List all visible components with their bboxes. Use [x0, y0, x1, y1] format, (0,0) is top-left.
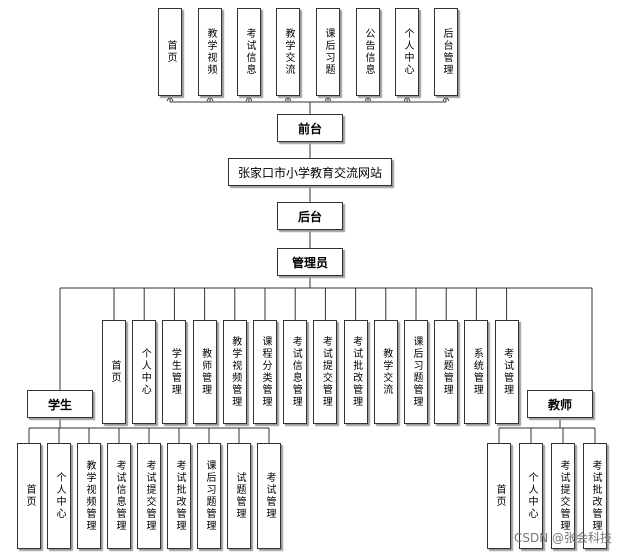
student-item-8-label: 试题管理 — [234, 472, 245, 520]
arrow-head-11 — [324, 95, 332, 102]
frontend-item-8-label: 后台管理 — [441, 28, 452, 76]
arrow-head-9 — [284, 95, 292, 102]
teacher-node: 教师 — [527, 390, 593, 418]
frontend-item-3-label: 考试信息 — [244, 28, 255, 76]
student-item-5-label: 考试提交管理 — [144, 460, 155, 532]
student-item-6: 考试批改管理 — [167, 443, 191, 549]
student-item-1-label: 首页 — [24, 484, 35, 508]
teacher-item-4-label: 考试批改管理 — [590, 460, 601, 532]
student-item-6-label: 考试批改管理 — [174, 460, 185, 532]
frontend-node: 前台 — [277, 114, 343, 142]
teacher-item-1-label: 首页 — [494, 484, 505, 508]
student-item-9: 考试管理 — [257, 443, 281, 549]
student-item-8: 试题管理 — [227, 443, 251, 549]
admin-item-3: 学生管理 — [162, 320, 187, 424]
arrow-head-5 — [206, 95, 214, 102]
student-item-9-label: 考试管理 — [264, 472, 275, 520]
student-item-7: 课后习题管理 — [197, 443, 221, 549]
frontend-item-5-label: 课后习题 — [323, 28, 334, 76]
admin-item-12-label: 试题管理 — [441, 348, 453, 396]
admin-item-13: 系统管理 — [464, 320, 489, 424]
admin-item-12: 试题管理 — [434, 320, 459, 424]
admin-item-8: 考试提交管理 — [313, 320, 338, 424]
site-title-node: 张家口市小学教育交流网站 — [228, 158, 392, 186]
frontend-item-4-label: 教学交流 — [283, 28, 294, 76]
admin-node: 管理员 — [277, 248, 343, 276]
admin-item-8-label: 考试提交管理 — [320, 336, 332, 408]
admin-item-2-label: 个人中心 — [139, 348, 151, 396]
admin-item-5: 教学视频管理 — [222, 320, 247, 424]
admin-item-14: 考试管理 — [494, 320, 519, 424]
student-item-3-label: 教学视频管理 — [84, 460, 95, 532]
admin-item-7-label: 考试信息管理 — [290, 336, 302, 408]
frontend-item-6-label: 公告信息 — [363, 28, 374, 76]
frontend-item-5: 课后习题 — [316, 8, 340, 96]
student-item-4-label: 考试信息管理 — [114, 460, 125, 532]
frontend-item-2: 教学视频 — [198, 8, 222, 96]
teacher-item-2: 个人中心 — [519, 443, 543, 549]
frontend-item-2-label: 教学视频 — [205, 28, 216, 76]
admin-item-11: 课后习题管理 — [404, 320, 428, 424]
teacher-item-3: 考试提交管理 — [551, 443, 575, 549]
admin-item-14-label: 考试管理 — [501, 348, 513, 396]
student-item-5: 考试提交管理 — [137, 443, 161, 549]
teacher-item-3-label: 考试提交管理 — [558, 460, 569, 532]
admin-item-10-label: 教学交流 — [380, 348, 392, 396]
frontend-item-3: 考试信息 — [237, 8, 261, 96]
frontend-item-7: 个人中心 — [395, 8, 419, 96]
arrow-head-17 — [442, 95, 450, 102]
student-item-2: 个人中心 — [47, 443, 71, 549]
frontend-item-6: 公告信息 — [356, 8, 380, 96]
student-node: 学生 — [27, 390, 93, 418]
admin-item-1-label: 首页 — [109, 360, 120, 384]
teacher-item-1: 首页 — [487, 443, 511, 549]
admin-item-7: 考试信息管理 — [283, 320, 308, 424]
student-item-7-label: 课后习题管理 — [204, 460, 215, 532]
admin-item-6: 课程分类管理 — [253, 320, 277, 424]
frontend-item-8: 后台管理 — [434, 8, 458, 96]
admin-item-9-label: 考试批改管理 — [350, 336, 362, 408]
arrow-head-15 — [403, 95, 411, 102]
admin-item-4-label: 教师管理 — [199, 348, 211, 396]
student-item-2-label: 个人中心 — [54, 472, 65, 520]
teacher-item-4: 考试批改管理 — [583, 443, 607, 549]
student-item-4: 考试信息管理 — [107, 443, 131, 549]
frontend-item-7-label: 个人中心 — [402, 28, 413, 76]
watermark: CSDN @张会科技 — [513, 531, 612, 545]
arrow-head-3 — [166, 95, 174, 102]
admin-item-2: 个人中心 — [132, 320, 157, 424]
backend-node: 后台 — [277, 202, 343, 230]
frontend-item-1: 首页 — [158, 8, 182, 96]
admin-item-4: 教师管理 — [192, 320, 217, 424]
teacher-item-2-label: 个人中心 — [526, 472, 537, 520]
frontend-item-4: 教学交流 — [276, 8, 300, 96]
admin-item-13-label: 系统管理 — [471, 348, 483, 396]
admin-item-3-label: 学生管理 — [169, 348, 181, 396]
admin-item-11-label: 课后习题管理 — [411, 336, 422, 408]
admin-item-5-label: 教学视频管理 — [229, 336, 241, 408]
arrow-head-13 — [364, 95, 372, 102]
admin-item-1: 首页 — [102, 320, 126, 424]
student-item-3: 教学视频管理 — [77, 443, 101, 549]
arrow-head-7 — [245, 95, 253, 102]
student-item-1: 首页 — [17, 443, 41, 549]
frontend-item-1-label: 首页 — [165, 40, 176, 64]
admin-item-9: 考试批改管理 — [343, 320, 368, 424]
admin-item-10: 教学交流 — [373, 320, 398, 424]
admin-item-6-label: 课程分类管理 — [260, 336, 271, 408]
